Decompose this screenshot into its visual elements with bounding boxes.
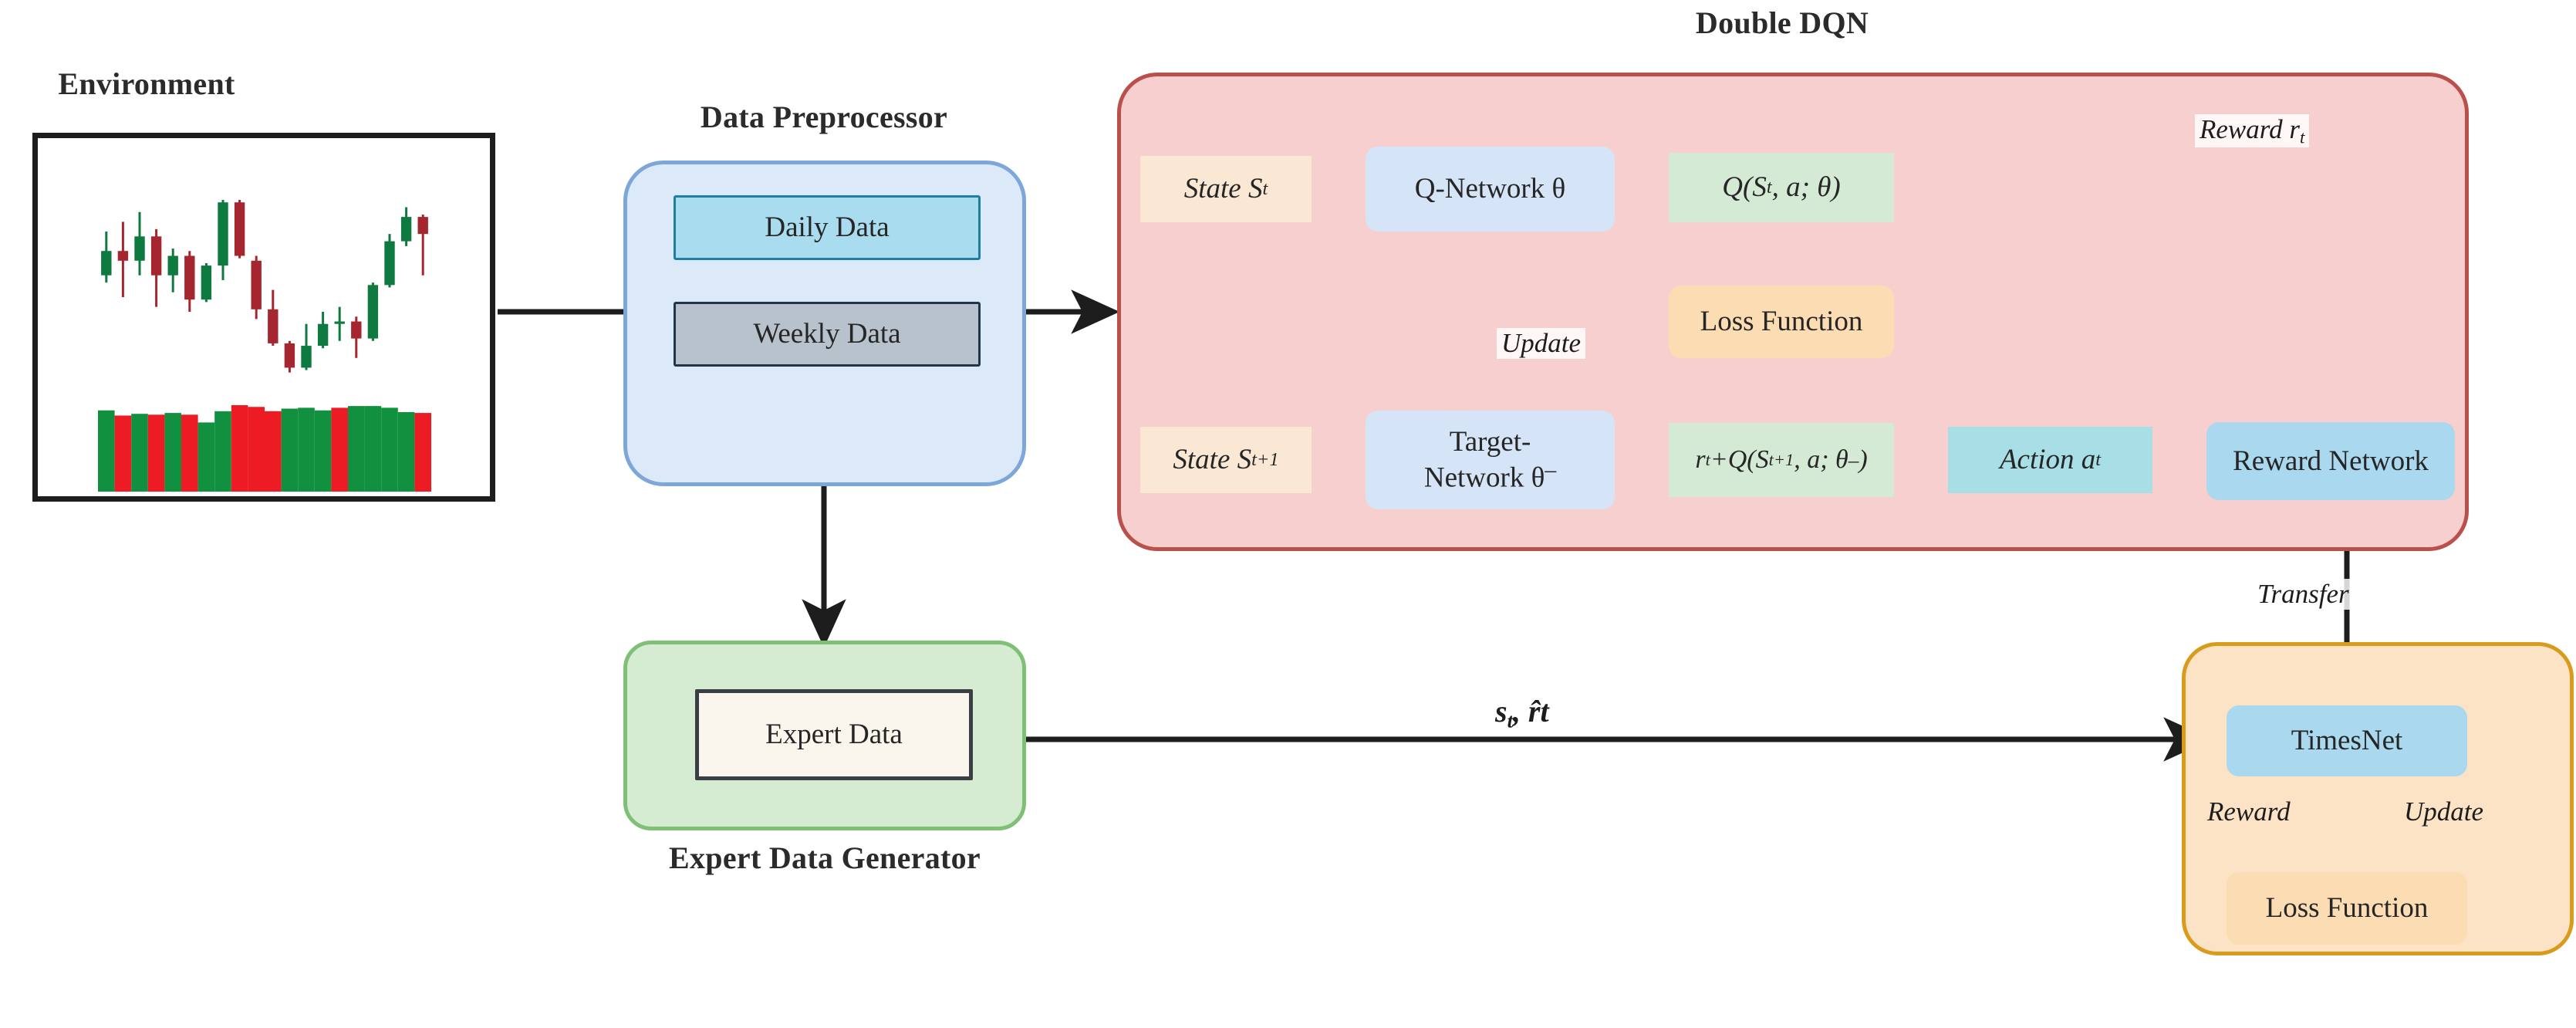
data-preprocessor-panel: Daily Data Weekly Data [623,161,1026,486]
update-timesnet-label: Update [2404,796,2484,827]
theta-minus-superscript: – [1545,458,1557,483]
state-st-subscript: t [1262,178,1268,200]
q-value-suffix: , a; θ) [1771,171,1841,204]
expert-stream-label: st, r̂t [1495,694,1549,732]
state-st1-label: State S [1173,444,1252,476]
expert-data-generator-panel: Expert Data [623,641,1026,830]
state-st-label: State S [1183,173,1263,205]
target-network-node[interactable]: Target- Network θ– [1366,411,1615,509]
target-value-r: r [1695,445,1706,474]
double-dqn-title: Double DQN [1695,5,1869,40]
transfer-label: Transfer [2253,579,2354,610]
environment-chart-frame [32,133,495,502]
environment-title: Environment [58,66,235,101]
timesnet-node[interactable]: TimesNet [2227,705,2467,776]
q-network-node[interactable]: Q-Network θ [1366,147,1615,232]
reward-rt-label: Reward rt [2195,114,2310,148]
expert-data-generator-title: Expert Data Generator [669,840,981,875]
preprocessor-title: Data Preprocessor [700,100,948,134]
target-network-line1: Target- [1449,425,1531,458]
update-dqn-label: Update [1497,328,1586,359]
weekly-data-node[interactable]: Weekly Data [674,302,981,367]
reward-network-node[interactable]: Reward Network [2206,422,2455,500]
candlestick-chart [98,200,431,492]
state-st1-subscript: t+1 [1251,449,1279,471]
reward-timesnet-label: Reward [2207,796,2291,827]
q-value-prefix: Q(S [1722,171,1767,204]
action-label: Action a [1999,444,2096,476]
expert-data-node[interactable]: Expert Data [695,689,973,780]
daily-data-node[interactable]: Daily Data [674,195,981,260]
action-subscript: t [2095,449,2102,471]
dqn-loss-function-node[interactable]: Loss Function [1669,286,1894,358]
target-network-line2: Network θ– [1423,458,1557,494]
q-value-subscript: t [1766,177,1772,198]
timesnet-loss-function-node[interactable]: Loss Function [2227,872,2467,945]
